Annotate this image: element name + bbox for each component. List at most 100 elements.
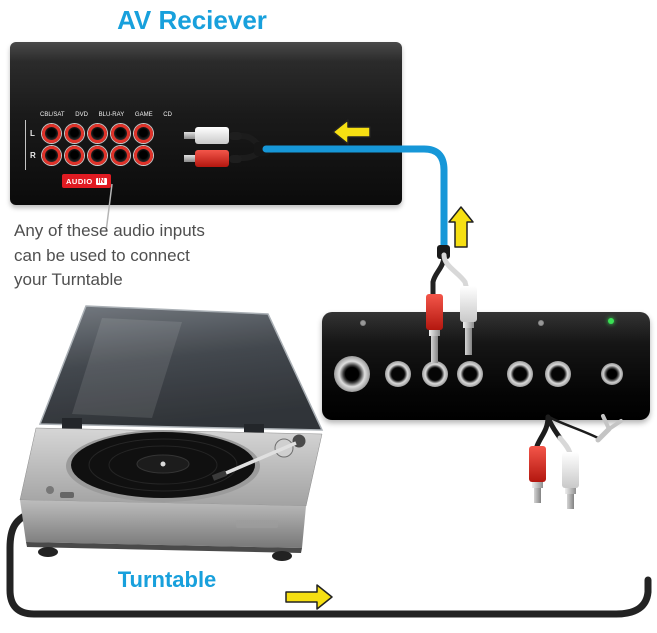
record-label bbox=[136, 454, 190, 474]
rca-jack bbox=[134, 146, 153, 165]
spindle bbox=[160, 461, 166, 467]
turntable-label: Turntable bbox=[117, 567, 217, 592]
turntable-foot bbox=[272, 551, 292, 561]
ground-spade-shank bbox=[595, 426, 612, 443]
rca-plug-tip bbox=[534, 488, 541, 503]
cover-hinge-right bbox=[244, 424, 264, 436]
rca-plug-body bbox=[195, 150, 229, 167]
dust-cover-sheen bbox=[72, 318, 182, 418]
start-stop-button bbox=[46, 486, 54, 494]
rca-plug-cable bbox=[229, 154, 242, 163]
rca-plug-body bbox=[460, 286, 477, 322]
audio-input-panel: CBL/SAT DVD BLU-RAY GAME CD L R bbox=[25, 108, 200, 200]
screw bbox=[538, 320, 544, 326]
panel-divider bbox=[25, 120, 26, 170]
pitch-knob bbox=[286, 511, 300, 525]
rca-jack-row-left bbox=[42, 124, 153, 143]
rca-jack bbox=[88, 146, 107, 165]
rca-plug-shaft bbox=[431, 336, 438, 363]
input-labels-row: CBL/SAT DVD BLU-RAY GAME CD bbox=[40, 112, 172, 118]
rca-plug-white bbox=[562, 452, 579, 509]
cover-hinge-left bbox=[62, 418, 82, 430]
tonearm-headshell bbox=[211, 470, 228, 481]
audio-in-word: AUDIO bbox=[66, 176, 93, 186]
rca-plug-band bbox=[463, 322, 474, 328]
plinth-top bbox=[19, 427, 323, 507]
plinth-base-edge bbox=[26, 542, 302, 553]
rca-plug-tip bbox=[567, 494, 574, 509]
rca-jack-row-right bbox=[42, 146, 153, 165]
screw bbox=[360, 320, 366, 326]
rca-jack bbox=[111, 146, 130, 165]
vinyl-record bbox=[71, 432, 255, 498]
rca-plug-red bbox=[184, 150, 242, 167]
speed-switch bbox=[60, 492, 74, 498]
rca-plug-band bbox=[532, 482, 543, 488]
rca-plug-tip bbox=[184, 132, 195, 139]
rca-plug-band bbox=[565, 488, 576, 494]
preamp-rca-jack bbox=[385, 361, 411, 387]
plinth-front bbox=[20, 500, 306, 548]
record-groove bbox=[88, 438, 238, 492]
av-receiver-title: AV Reciever bbox=[117, 5, 267, 35]
rca-jack bbox=[65, 146, 84, 165]
dc-power-jack bbox=[601, 363, 623, 385]
rca-plug-red bbox=[426, 294, 443, 363]
preamp-rca-jack bbox=[507, 361, 533, 387]
tonearm bbox=[225, 441, 297, 475]
brand-plate bbox=[236, 520, 278, 528]
input-label-cd: CD bbox=[163, 112, 172, 118]
rca-jack bbox=[88, 124, 107, 143]
rca-plug-body bbox=[529, 446, 546, 482]
rca-plug-body bbox=[562, 452, 579, 488]
input-label-cblsat: CBL/SAT bbox=[40, 112, 65, 118]
tonearm-counterweight bbox=[292, 434, 306, 448]
dust-cover bbox=[38, 305, 324, 431]
rca-plug-white bbox=[460, 286, 477, 355]
output-cable-white-upper bbox=[545, 414, 563, 441]
rca-plug-band bbox=[429, 330, 440, 336]
av-receiver: CBL/SAT DVD BLU-RAY GAME CD L R bbox=[10, 42, 402, 205]
turntable-foot bbox=[38, 547, 58, 557]
preamp-rca-jack bbox=[422, 361, 448, 387]
record-groove bbox=[108, 445, 218, 485]
quarter-inch-jack bbox=[334, 356, 370, 392]
input-label-game: GAME bbox=[134, 112, 153, 118]
rca-plug-tip bbox=[184, 155, 195, 162]
arrow-right-icon bbox=[285, 584, 333, 610]
input-label-dvd: DVD bbox=[75, 112, 88, 118]
split-cable-white bbox=[441, 252, 470, 293]
rca-plug-red bbox=[529, 446, 546, 503]
split-cable-red bbox=[430, 252, 447, 301]
arrow-up-icon bbox=[448, 206, 474, 248]
input-label-bluray: BLU-RAY bbox=[98, 112, 125, 118]
note-line-1: Any of these audio inputs bbox=[14, 221, 205, 240]
rca-plug-cable bbox=[229, 131, 242, 140]
rca-plug-shaft bbox=[465, 328, 472, 355]
cable-splitter bbox=[437, 245, 450, 259]
tonearm-pivot bbox=[274, 438, 294, 458]
note-line-3: your Turntable bbox=[14, 270, 123, 290]
preamp-rca-jack bbox=[545, 361, 571, 387]
platter-rim bbox=[66, 430, 260, 502]
rca-plug-white bbox=[184, 127, 242, 144]
channel-label-left: L bbox=[30, 129, 35, 138]
rca-jack bbox=[42, 146, 61, 165]
rca-jack bbox=[42, 124, 61, 143]
ground-wire bbox=[547, 415, 600, 440]
audio-in-chip: IN bbox=[95, 177, 107, 185]
channel-label-right: R bbox=[30, 151, 36, 160]
audio-in-badge: AUDIO IN bbox=[62, 174, 111, 188]
preamp-rca-jack bbox=[457, 361, 483, 387]
rca-plug-body bbox=[426, 294, 443, 330]
output-cable-white bbox=[557, 435, 573, 456]
phono-preamp bbox=[322, 312, 650, 420]
rca-jack bbox=[65, 124, 84, 143]
turntable-cable-path bbox=[6, 508, 652, 618]
power-led bbox=[608, 318, 614, 324]
note-line-2: can be used to connect bbox=[14, 245, 190, 265]
note-text: Any of these audio inputs can be used to… bbox=[14, 219, 205, 293]
rca-jack bbox=[111, 124, 130, 143]
rca-jack bbox=[134, 124, 153, 143]
